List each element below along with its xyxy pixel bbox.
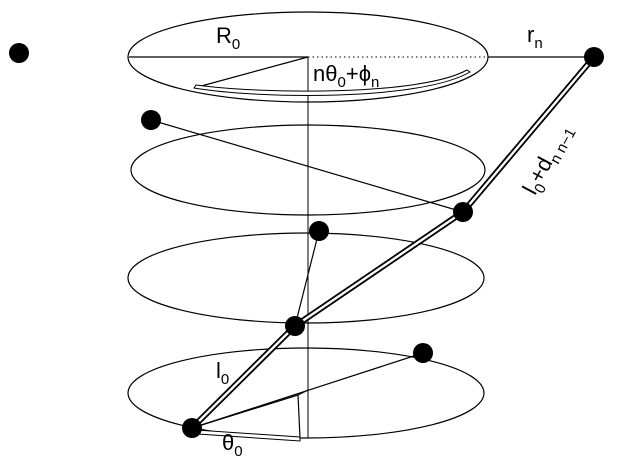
- tether-middle: [294, 230, 320, 327]
- bead-center: [285, 316, 305, 336]
- label-r0: R0: [216, 23, 240, 53]
- bead-lower-right: [413, 343, 433, 363]
- label-l0: l0: [216, 358, 229, 388]
- angle-radius-line: [193, 56, 309, 89]
- disk-lower: [127, 232, 485, 324]
- bead-middle: [309, 221, 329, 241]
- bead-outside: [9, 43, 29, 63]
- label-n-theta-plus-phi: nθ0+ϕn: [313, 61, 379, 91]
- bead-upper-left: [141, 110, 161, 130]
- bottom-spoke-line: [191, 352, 424, 429]
- label-theta0: θ0: [222, 430, 243, 460]
- angle-theta0-arc: [195, 429, 301, 442]
- bead-upper-right: [453, 202, 473, 222]
- disk-bottom: [127, 347, 485, 439]
- backbone-bond-2: [293, 209, 465, 329]
- angle-n-theta-arc: [193, 69, 471, 96]
- backbone-bond-3: [189, 323, 298, 431]
- backbone-bond-1: [460, 55, 597, 214]
- bottom-hub-line: [297, 394, 301, 439]
- bead-bottom: [182, 418, 202, 438]
- tether-upper: [150, 119, 464, 213]
- label-l0-plus-d: l0+dn n−1: [517, 119, 579, 200]
- label-rn: rn: [527, 22, 543, 52]
- bead-top-right: [584, 47, 604, 67]
- svg-text:l0+dn n−1: l0+dn n−1: [517, 119, 579, 200]
